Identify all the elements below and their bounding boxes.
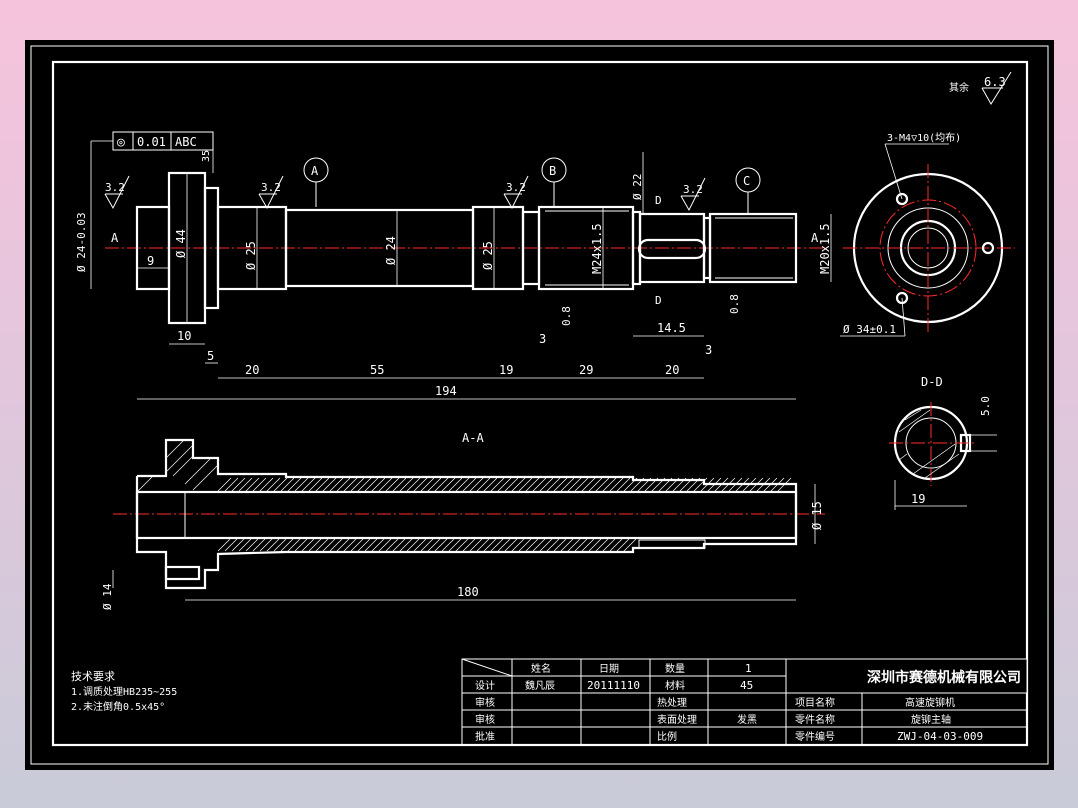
svg-text:5: 5 (207, 349, 214, 363)
svg-text:◎: ◎ (117, 135, 125, 150)
svg-text:55: 55 (370, 363, 384, 377)
company-name: 深圳市赛德机械有限公司 (867, 669, 1021, 686)
svg-text:发黑: 发黑 (737, 713, 757, 726)
svg-text:批准: 批准 (475, 730, 495, 743)
svg-text:0.01: 0.01 (137, 135, 166, 149)
drawing-sheet: 其余 6.3 (25, 40, 1054, 770)
svg-text:180: 180 (457, 585, 479, 599)
svg-text:2.未注倒角0.5x45°: 2.未注倒角0.5x45° (71, 700, 165, 713)
roughness-symbol-2: 3.2 (258, 175, 284, 210)
svg-text:29: 29 (579, 363, 593, 377)
svg-text:20: 20 (665, 363, 679, 377)
section-a-a: A-A 180 Ø 15 Ø 14 (101, 431, 825, 610)
svg-text:零件名称: 零件名称 (795, 713, 835, 726)
svg-text:魏凡辰: 魏凡辰 (525, 679, 555, 692)
section-mark-d-top: D (655, 194, 662, 207)
svg-text:设计: 设计 (475, 679, 495, 692)
svg-text:Ø 14: Ø 14 (101, 583, 114, 610)
svg-text:3: 3 (705, 343, 712, 357)
svg-text:3.2: 3.2 (105, 181, 125, 194)
end-view: 3-M4▽10(均布) Ø 34±0.1 (840, 132, 1015, 337)
svg-text:Ø 34±0.1: Ø 34±0.1 (843, 323, 896, 336)
outer-border (30, 45, 1049, 765)
svg-text:项目名称: 项目名称 (795, 696, 835, 709)
svg-text:技术要求: 技术要求 (71, 670, 115, 683)
svg-text:M20x1.5: M20x1.5 (818, 223, 832, 274)
svg-text:0.8: 0.8 (560, 306, 573, 326)
roughness-symbol-top: 6.3 (981, 71, 1012, 105)
svg-text:10: 10 (177, 329, 191, 343)
svg-text:1: 1 (745, 662, 752, 675)
datum-b: B (541, 157, 567, 207)
svg-text:M24x1.5: M24x1.5 (590, 223, 604, 274)
title-block: 姓名 日期 数量 1 设计 魏凡辰 20111110 材料 45 审核 热处理 … (461, 658, 1028, 746)
svg-text:零件编号: 零件编号 (795, 730, 835, 743)
svg-text:姓名: 姓名 (531, 662, 551, 675)
diameter-labels: Ø 24-0.03 Ø 44 35 Ø 25 Ø 24 Ø 25 M24x1.5… (75, 150, 832, 323)
svg-text:45: 45 (740, 679, 753, 692)
svg-text:A-A: A-A (462, 431, 484, 445)
svg-text:Ø 24: Ø 24 (384, 236, 398, 265)
svg-text:3-M4▽10(均布): 3-M4▽10(均布) (887, 132, 961, 144)
svg-text:3.2: 3.2 (506, 181, 526, 194)
svg-text:9: 9 (147, 254, 154, 268)
svg-text:C: C (743, 174, 750, 188)
section-mark-d-bottom: D (655, 294, 662, 307)
inner-border (51, 60, 1029, 747)
svg-text:Ø 25: Ø 25 (481, 241, 495, 270)
svg-text:ABC: ABC (175, 135, 197, 149)
svg-text:20: 20 (245, 363, 259, 377)
svg-text:6.3: 6.3 (984, 75, 1006, 89)
svg-text:B: B (549, 164, 556, 178)
svg-text:194: 194 (435, 384, 457, 398)
svg-text:3.2: 3.2 (261, 181, 281, 194)
svg-text:Ø 44: Ø 44 (174, 229, 188, 258)
svg-text:数量: 数量 (665, 662, 685, 675)
datum-c: C (735, 167, 761, 214)
section-d-d: D-D 19 5.0 (889, 375, 997, 510)
svg-text:Ø 24-0.03: Ø 24-0.03 (75, 212, 88, 272)
svg-text:ZWJ-04-03-009: ZWJ-04-03-009 (897, 730, 983, 743)
svg-text:日期: 日期 (599, 663, 619, 675)
svg-text:19: 19 (499, 363, 513, 377)
svg-text:A: A (311, 164, 319, 178)
svg-text:3: 3 (539, 332, 546, 346)
technical-notes: 技术要求 1.调质处理HB235~255 2.未注倒角0.5x45° (71, 670, 177, 713)
section-mark-a: A (111, 231, 119, 245)
svg-text:审核: 审核 (475, 696, 495, 709)
svg-text:0.8: 0.8 (728, 294, 741, 314)
svg-text:表面处理: 表面处理 (657, 713, 697, 726)
svg-text:5.0: 5.0 (979, 396, 992, 416)
svg-text:D-D: D-D (921, 375, 943, 389)
svg-text:1.调质处理HB235~255: 1.调质处理HB235~255 (71, 686, 177, 698)
section-mark-a-right: A (811, 231, 819, 245)
technical-drawing: 其余 6.3 (30, 45, 1049, 765)
svg-text:3.2: 3.2 (683, 183, 703, 196)
svg-text:比例: 比例 (657, 730, 677, 743)
roughness-symbol-1: 3.2 (104, 175, 130, 210)
svg-text:材料: 材料 (665, 679, 685, 692)
roughness-symbol-3: 3.2 (503, 175, 529, 210)
length-dimensions: 9 10 5 20 55 19 3 29 20 3 194 0.8 0.8 14… (137, 254, 796, 400)
svg-text:热处理: 热处理 (657, 696, 687, 709)
svg-text:高速旋铆机: 高速旋铆机 (905, 696, 955, 709)
roughness-symbol-4: 3.2 (680, 177, 706, 212)
svg-text:19: 19 (911, 492, 925, 506)
svg-text:Ø 25: Ø 25 (244, 241, 258, 270)
svg-text:Ø 22: Ø 22 (631, 174, 644, 201)
svg-text:20111110: 20111110 (587, 679, 640, 692)
svg-text:审核: 审核 (475, 713, 495, 726)
tolerance-frame: ◎ 0.01 ABC (90, 131, 214, 207)
svg-text:Ø 15: Ø 15 (810, 501, 824, 530)
svg-text:旋铆主轴: 旋铆主轴 (911, 713, 951, 726)
svg-text:35: 35 (201, 150, 212, 162)
roughness-note: 其余 (949, 81, 969, 94)
datum-a: A (303, 157, 329, 207)
shaft-front-view (105, 171, 825, 325)
svg-text:14.5: 14.5 (657, 321, 686, 335)
